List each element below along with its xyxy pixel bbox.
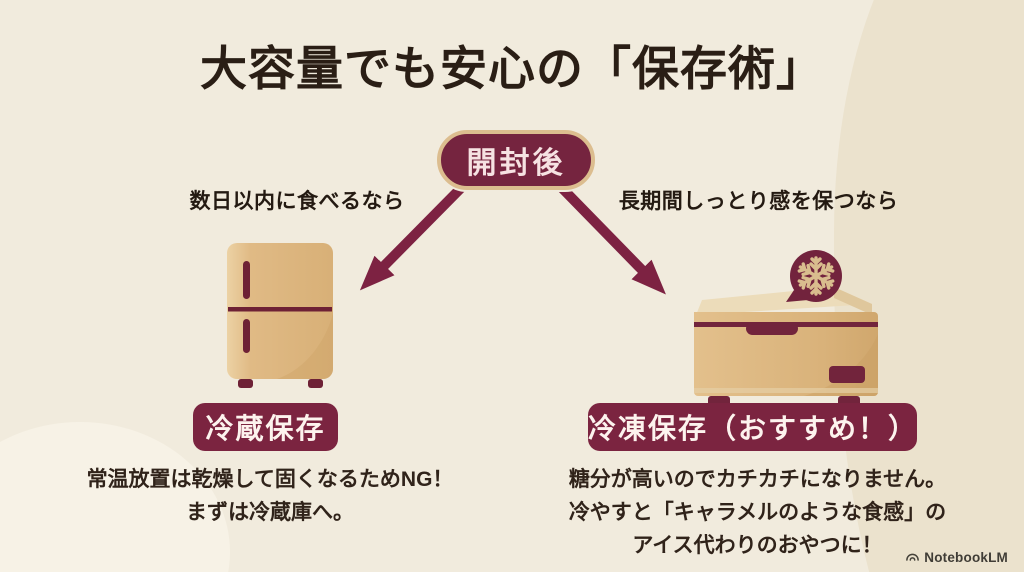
freezing-desc-line: 冷やすと「キャラメルのような食感」の xyxy=(568,501,947,524)
refrigeration-label: 冷蔵保存 xyxy=(205,413,326,444)
notebooklm-logo-icon xyxy=(906,553,920,561)
refrigeration-label-box: 冷蔵保存 xyxy=(193,403,338,451)
refrigeration-description: 常温放置は乾燥して固くなるためNG！ まずは冷蔵庫へ。 xyxy=(55,463,485,529)
page-title: 大容量でも安心の「保存術」 xyxy=(200,42,824,95)
after-opening-label: 開封後 xyxy=(466,147,566,180)
freezing-label-box: 冷凍保存（おすすめ！） xyxy=(588,403,917,451)
brand-watermark: NotebookLM xyxy=(905,550,1008,565)
freezing-desc-line: 糖分が高いのでカチカチになりません。 xyxy=(568,468,947,491)
right-condition-label: 長期間しっとり感を保つなら xyxy=(618,190,899,213)
freezing-desc-line: アイス代わりのおやつに！ xyxy=(632,534,883,557)
snowflake-icon xyxy=(786,250,842,302)
refrigerator-icon xyxy=(227,243,333,388)
brand-name: NotebookLM xyxy=(924,550,1008,565)
freezing-label: 冷凍保存（おすすめ！） xyxy=(588,413,919,444)
after-opening-badge: 開封後 xyxy=(437,130,595,190)
refrigeration-desc-line: まずは冷蔵庫へ。 xyxy=(186,501,354,524)
refrigeration-desc-line: 常温放置は乾燥して固くなるためNG！ xyxy=(86,468,454,491)
left-condition-label: 数日以内に食べるなら xyxy=(189,190,405,213)
freezing-description: 糖分が高いのでカチカチになりません。 冷やすと「キャラメルのような食感」の アイ… xyxy=(545,463,970,562)
